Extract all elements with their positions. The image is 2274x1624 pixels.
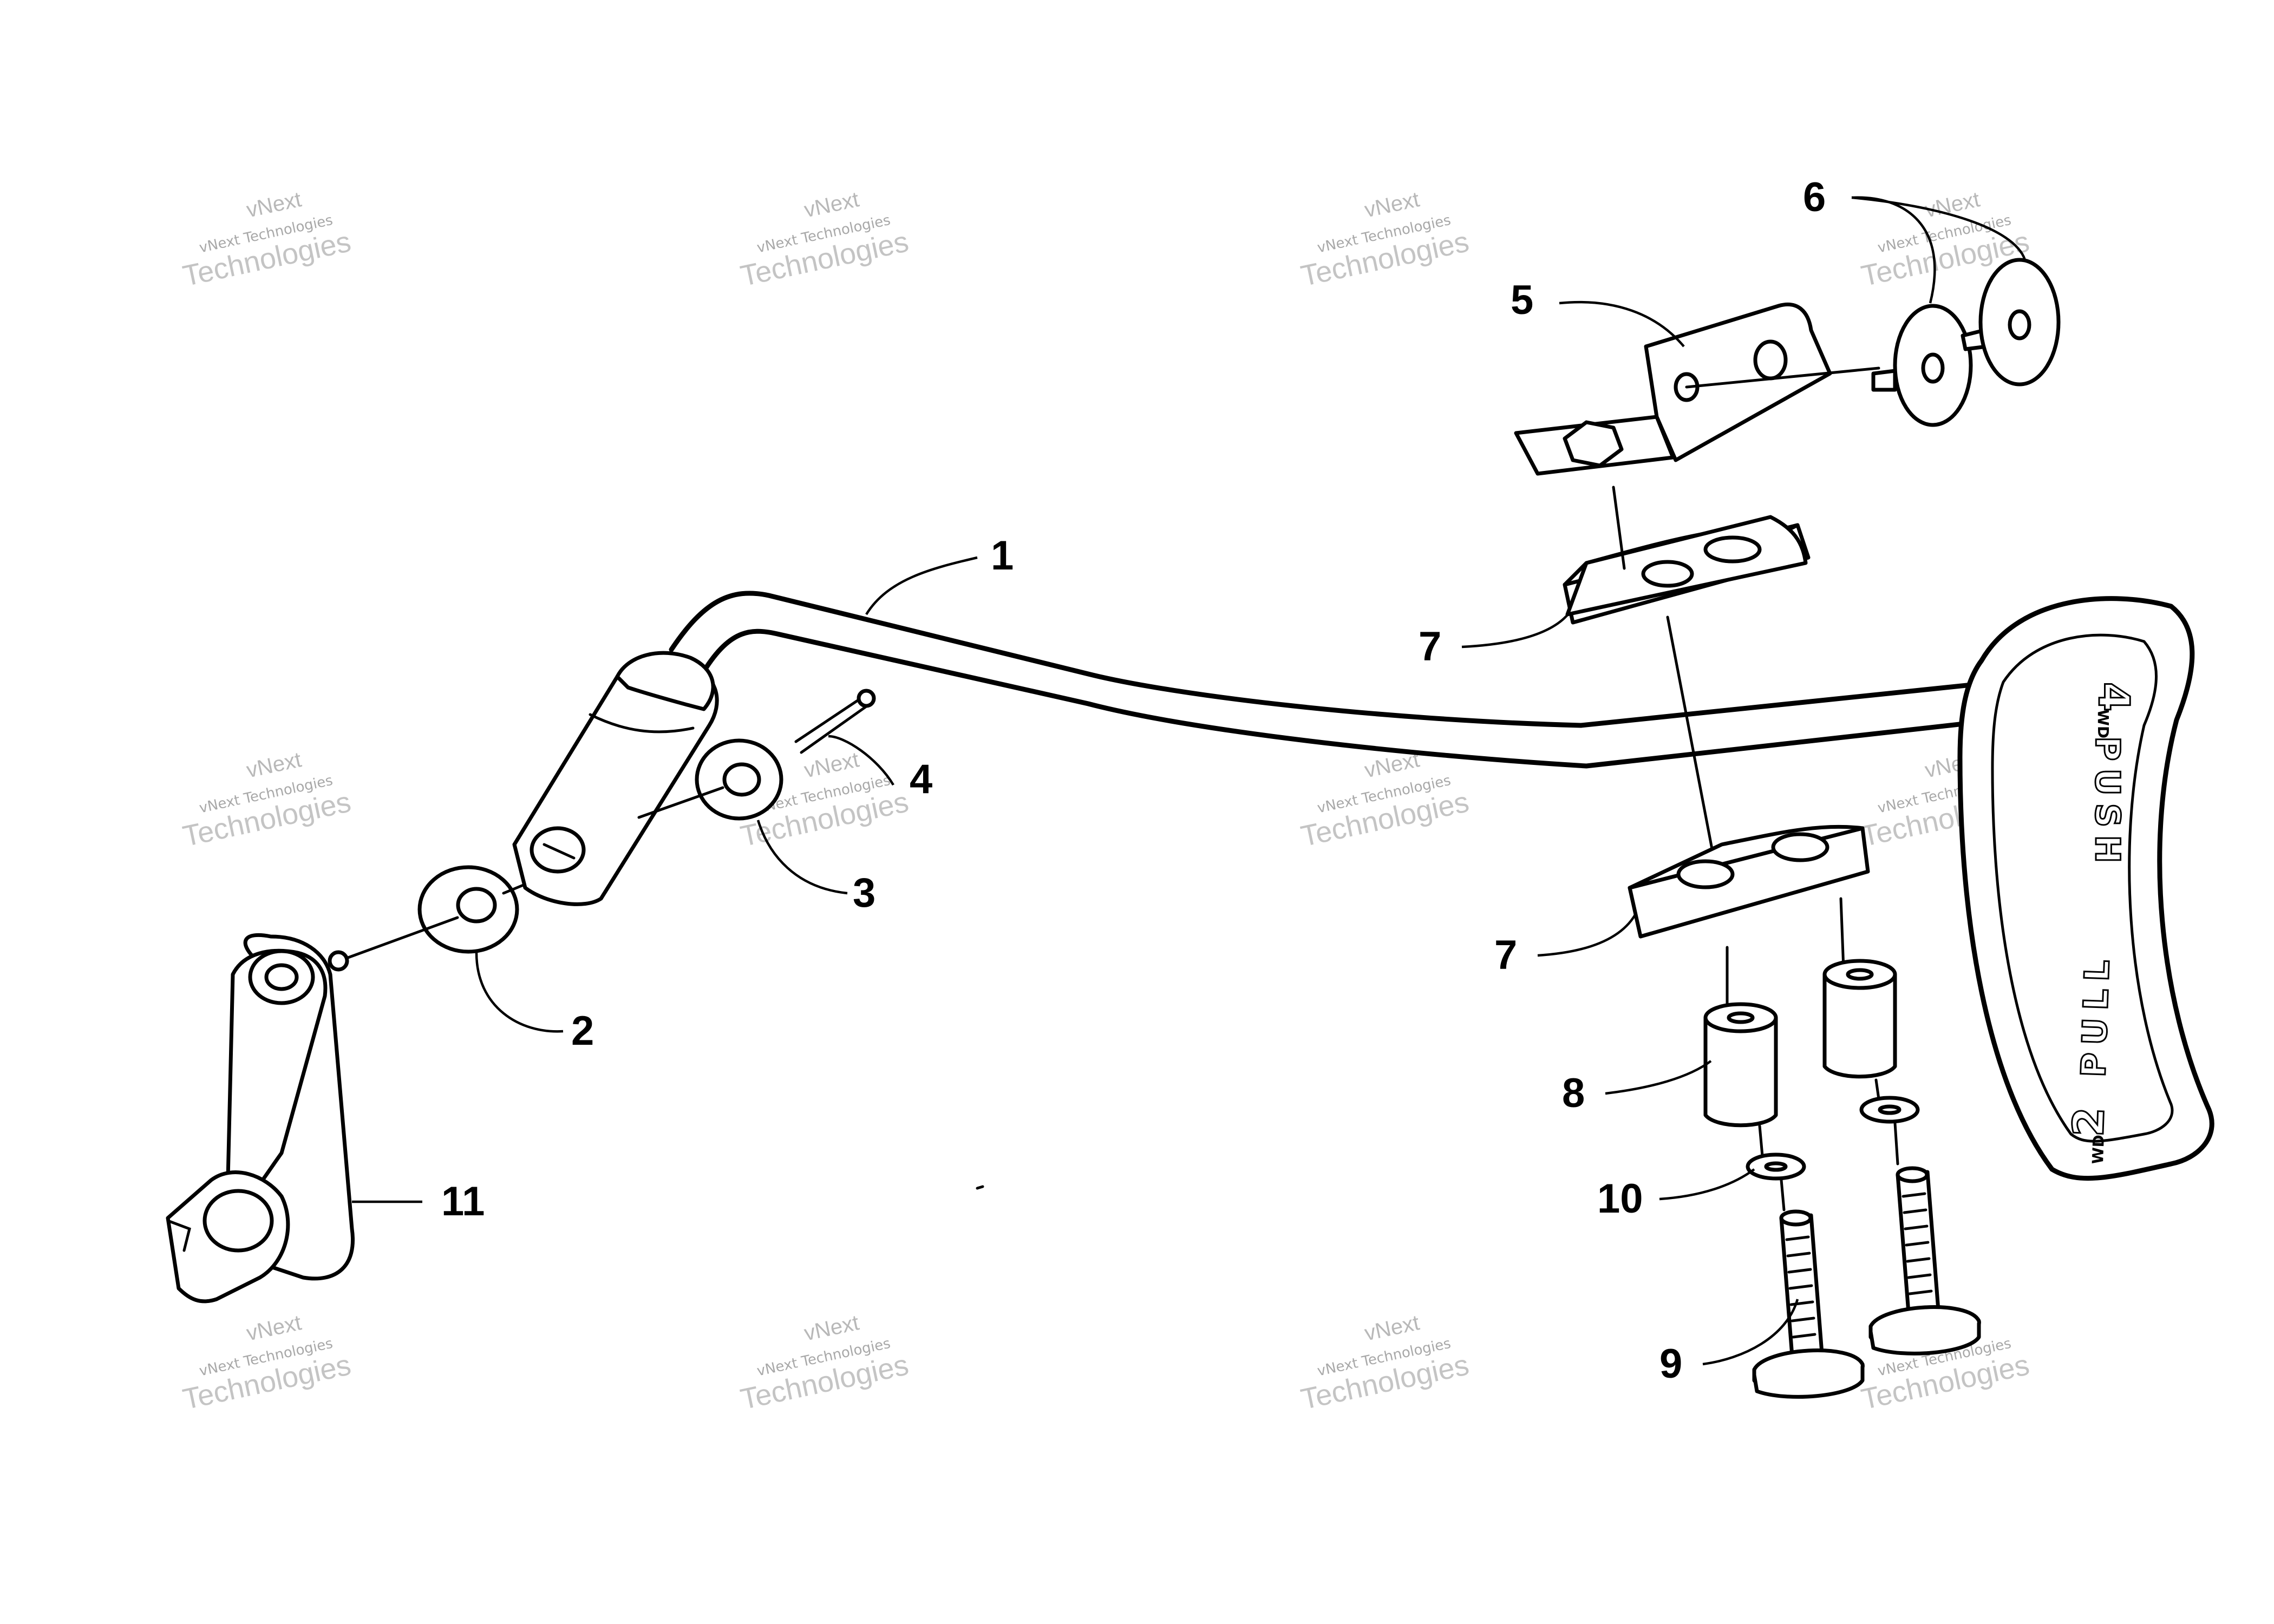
leader-10: [1659, 1168, 1755, 1201]
callout-8: 8: [1562, 1070, 1585, 1116]
watermark-text-line1: vNext: [244, 748, 303, 782]
leader-9: [1702, 1299, 1799, 1366]
part-6-washer-bolt: [1871, 258, 2061, 427]
watermark-text-line1: vNext: [1923, 187, 1982, 222]
grip-handle: 4 WD PUSH PULL 2 WD: [1957, 596, 2214, 1181]
callout-2: 2: [571, 1008, 594, 1054]
leader-7a: [1461, 611, 1571, 649]
callout-3: 3: [853, 870, 875, 916]
watermark-text-line1: vNext: [244, 187, 303, 222]
part-7-upper-block: [1563, 486, 1811, 873]
watermark-text-line1: vNext: [1362, 1311, 1421, 1345]
callout-10: 10: [1597, 1176, 1643, 1222]
part-8-spacers: [1703, 897, 1897, 1157]
callout-5: 5: [1511, 277, 1533, 323]
watermark-text-line1: vNext: [244, 1311, 303, 1345]
watermark-text-line1: vNext: [802, 748, 861, 782]
leader-5: [1559, 300, 1685, 348]
callout-7-upper: 7: [1419, 624, 1441, 670]
leader-lines: [352, 196, 2027, 1366]
watermark-text-line1: vNext: [802, 1311, 861, 1345]
part-2-washer: [345, 865, 551, 960]
part-3-washer: [637, 738, 783, 821]
grip-push-label: PUSH: [2088, 736, 2127, 870]
leader-2: [475, 952, 564, 1033]
leader-1: [865, 556, 978, 615]
leader-6b: [1851, 196, 2027, 260]
leader-7b: [1537, 914, 1636, 957]
leader-4: [828, 735, 894, 786]
watermark-text-line1: vNext: [1362, 187, 1421, 222]
callout-6: 6: [1803, 174, 1826, 220]
part-11-lower-lever: [166, 933, 355, 1304]
part-5-bracket: [1514, 302, 1880, 476]
part-9-bolts: [1752, 1166, 1981, 1399]
watermark-text-line1: vNext: [802, 187, 861, 222]
rod-joint-block: [512, 651, 719, 906]
leader-3: [756, 820, 848, 895]
stray-mark: [976, 1185, 984, 1190]
callout-labels: 1 2 3 4 5 6 7 7 8 9 10 11: [441, 174, 1826, 1387]
grip-2-label: 2: [2064, 1106, 2114, 1137]
grip-4-wd-label: WD: [2094, 709, 2112, 738]
part-7-lower-block: [1628, 824, 1870, 939]
callout-7-lower: 7: [1494, 932, 1517, 978]
callout-11: 11: [441, 1178, 485, 1224]
callout-4: 4: [910, 756, 932, 802]
part-10-lock-washers: [1746, 1096, 1920, 1212]
callout-1: 1: [991, 533, 1014, 579]
grip-pull-label: PULL: [2074, 952, 2118, 1078]
callout-9: 9: [1659, 1341, 1682, 1387]
grip-4-label: 4: [2089, 682, 2138, 711]
leader-8: [1605, 1060, 1712, 1095]
grip-2-wd-label: WD: [2089, 1135, 2108, 1164]
part-4-cotter-pin: [794, 689, 876, 754]
leader-6a: [1851, 196, 1936, 304]
part-1-shift-rod: [669, 591, 2001, 769]
